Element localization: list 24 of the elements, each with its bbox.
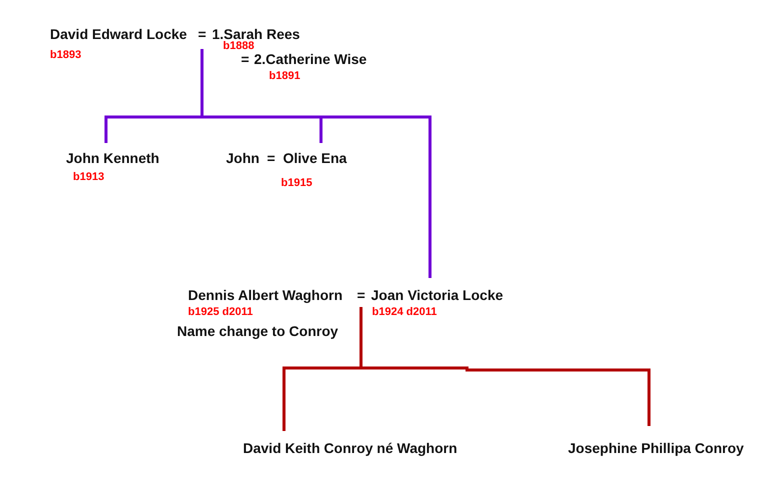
- family-line: [360, 307, 650, 426]
- person-name: John: [226, 150, 260, 166]
- family-line: [200, 49, 432, 278]
- life-dates: b1925 d2011: [188, 306, 253, 319]
- person-name: Olive Ena: [283, 150, 347, 166]
- life-dates: b1893: [50, 49, 82, 62]
- person-name: Dennis Albert Waghorn: [188, 287, 343, 303]
- marriage-sign: =: [241, 51, 250, 67]
- life-dates: b1888: [223, 40, 254, 53]
- person-name: John Kenneth: [66, 150, 160, 166]
- life-dates: b1915: [281, 177, 312, 190]
- person-name: David Edward Locke: [50, 26, 187, 42]
- person-name: 2.Catherine Wise: [254, 51, 367, 67]
- life-dates: b1913: [73, 171, 104, 184]
- person-name: David Keith Conroy né Waghorn: [243, 440, 458, 456]
- marriage-sign: =: [198, 26, 206, 42]
- person-name: Joan Victoria Locke: [371, 287, 504, 303]
- person-name: Josephine Phillipa Conroy: [568, 440, 744, 456]
- name-change-note: Name change to Conroy: [177, 323, 338, 339]
- life-dates: b1924 d2011: [372, 306, 437, 319]
- marriage-sign: =: [267, 150, 276, 166]
- life-dates: b1891: [269, 70, 300, 83]
- marriage-sign: =: [357, 287, 366, 303]
- person-name: 1.Sarah Rees: [212, 26, 300, 42]
